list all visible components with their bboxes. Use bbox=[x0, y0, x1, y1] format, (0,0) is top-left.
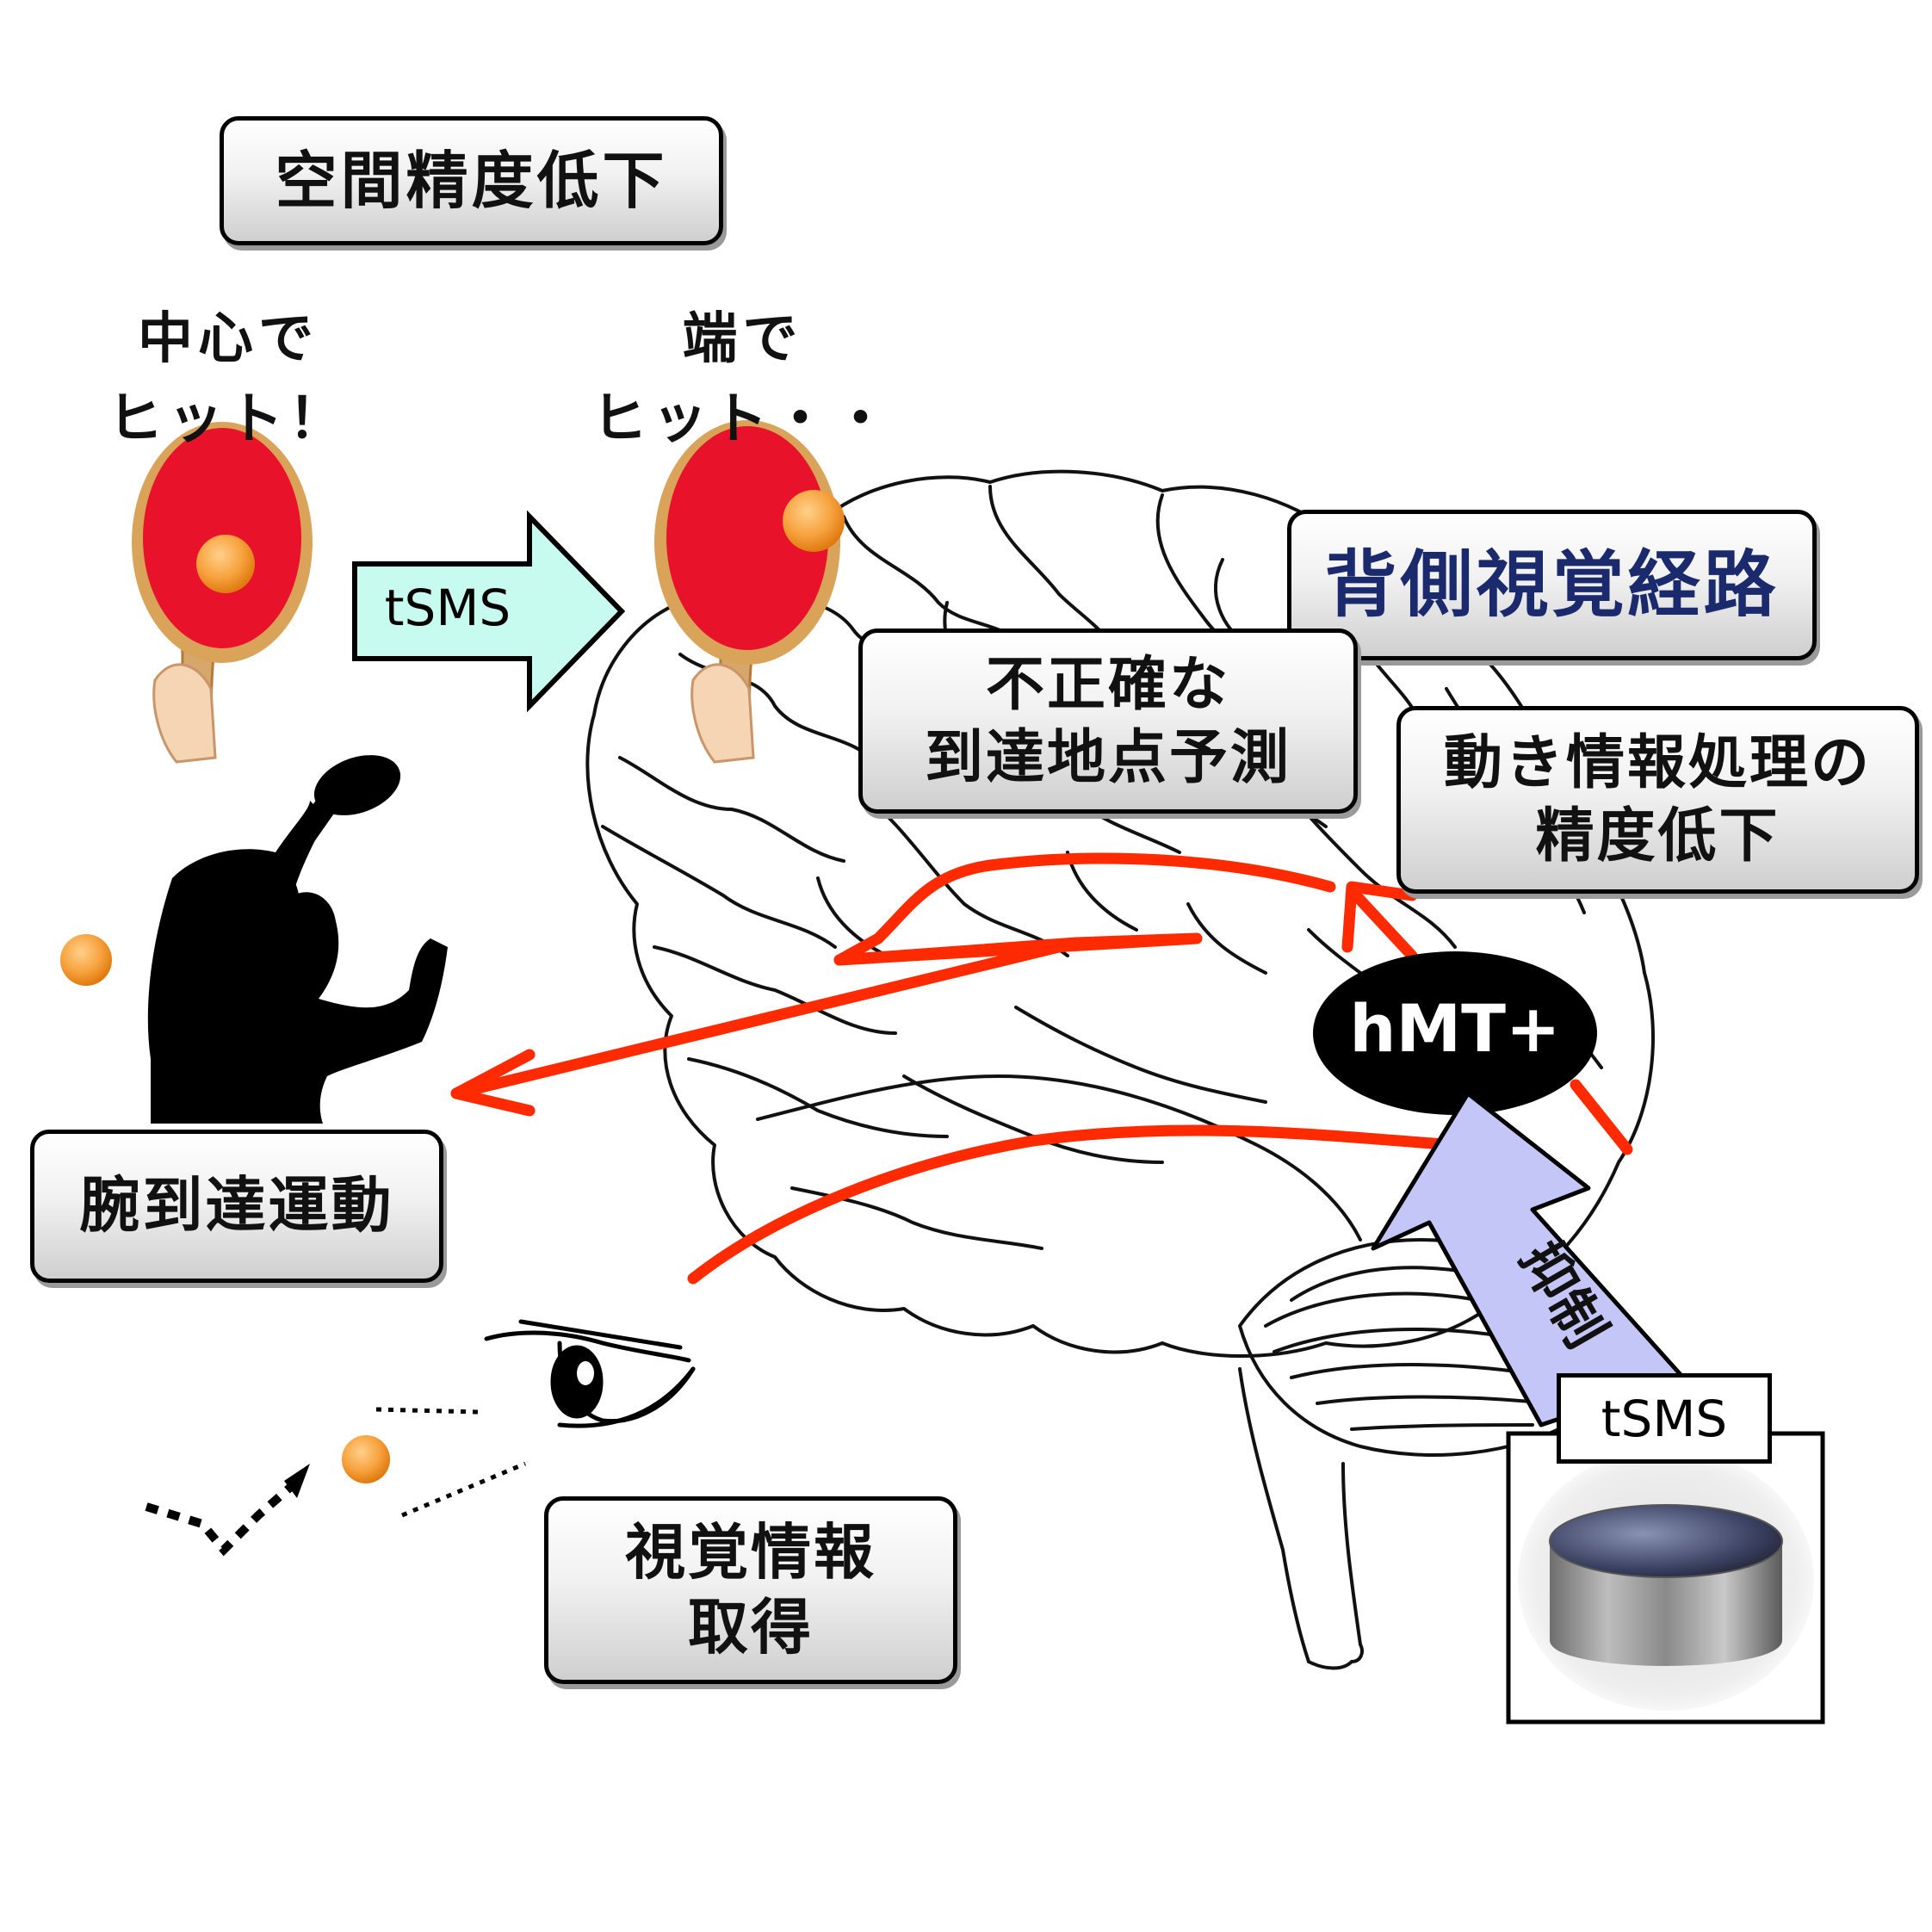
visual-info-box: 視覚情報 取得 bbox=[544, 1496, 957, 1684]
dorsal-pathway-arc bbox=[833, 852, 1336, 966]
dorsal-pathway-box: 背側視覚経路 bbox=[1287, 510, 1817, 660]
edge-hit-line2: ヒット・・ bbox=[591, 387, 894, 451]
motion-line1: 動き情報処理の bbox=[1443, 729, 1872, 797]
motion-line2: 精度低下 bbox=[1535, 802, 1780, 870]
hmt-right-line bbox=[1570, 1079, 1633, 1155]
hmt-up-arrowhead bbox=[1341, 881, 1418, 953]
hmt-up-arrow bbox=[1350, 889, 1418, 962]
paddle-center-hit bbox=[132, 422, 313, 764]
spatial-decline-box: 空間精度低下 bbox=[220, 116, 723, 245]
center-hit-caption: 中心で ヒット！ bbox=[82, 300, 375, 460]
ball-icon bbox=[783, 490, 845, 552]
center-hit-line1: 中心で bbox=[138, 307, 319, 371]
magnet-icon bbox=[1518, 1449, 1814, 1711]
ball-icon bbox=[342, 1435, 390, 1483]
arm-arrowhead bbox=[450, 1049, 536, 1117]
ball-icon bbox=[60, 934, 112, 986]
hmt-label: hMT+ bbox=[1349, 990, 1561, 1067]
arm-reach-box: 腕到達運動 bbox=[30, 1130, 443, 1283]
hmt-ellipse bbox=[1313, 951, 1597, 1115]
arm-reach-text: 腕到達運動 bbox=[79, 1170, 394, 1242]
zigzag-pathway bbox=[450, 932, 1203, 1099]
tsms-transition-arrow bbox=[352, 510, 626, 713]
inaccurate-line1: 不正確な bbox=[985, 650, 1230, 719]
edge-hit-line1: 端で bbox=[682, 307, 803, 371]
tsms-device-label: tSMS bbox=[1601, 1389, 1728, 1448]
paddle-edge-hit bbox=[654, 420, 845, 764]
lower-pathway-line bbox=[687, 1124, 1461, 1285]
visual-line2: 取得 bbox=[688, 1592, 814, 1663]
sight-lines bbox=[375, 1407, 526, 1518]
motion-processing-box: 動き情報処理の 精度低下 bbox=[1396, 706, 1919, 894]
dorsal-pathway-text: 背側視覚経路 bbox=[1324, 542, 1780, 627]
inhibition-arrow bbox=[1371, 1091, 1686, 1427]
player-silhouette-icon bbox=[60, 755, 448, 1124]
tsms-device-label-box: tSMS bbox=[1557, 1373, 1772, 1464]
pathway-arrows bbox=[450, 852, 1633, 1285]
ball-icon bbox=[196, 535, 255, 593]
tsms-arrow-label: tSMS bbox=[384, 579, 511, 637]
visual-line1: 視覚情報 bbox=[625, 1516, 876, 1588]
trajectory-arrowhead bbox=[284, 1464, 310, 1498]
ball-trajectory-icon bbox=[145, 1482, 296, 1557]
eye-icon bbox=[484, 1319, 696, 1428]
edge-hit-caption: 端で ヒット・・ bbox=[585, 300, 900, 460]
inaccurate-prediction-box: 不正確な 到達地点予測 bbox=[858, 629, 1358, 814]
inaccurate-line2: 到達地点予測 bbox=[924, 723, 1291, 792]
center-hit-line2: ヒット！ bbox=[108, 387, 349, 451]
spatial-decline-text: 空間精度低下 bbox=[275, 145, 668, 217]
